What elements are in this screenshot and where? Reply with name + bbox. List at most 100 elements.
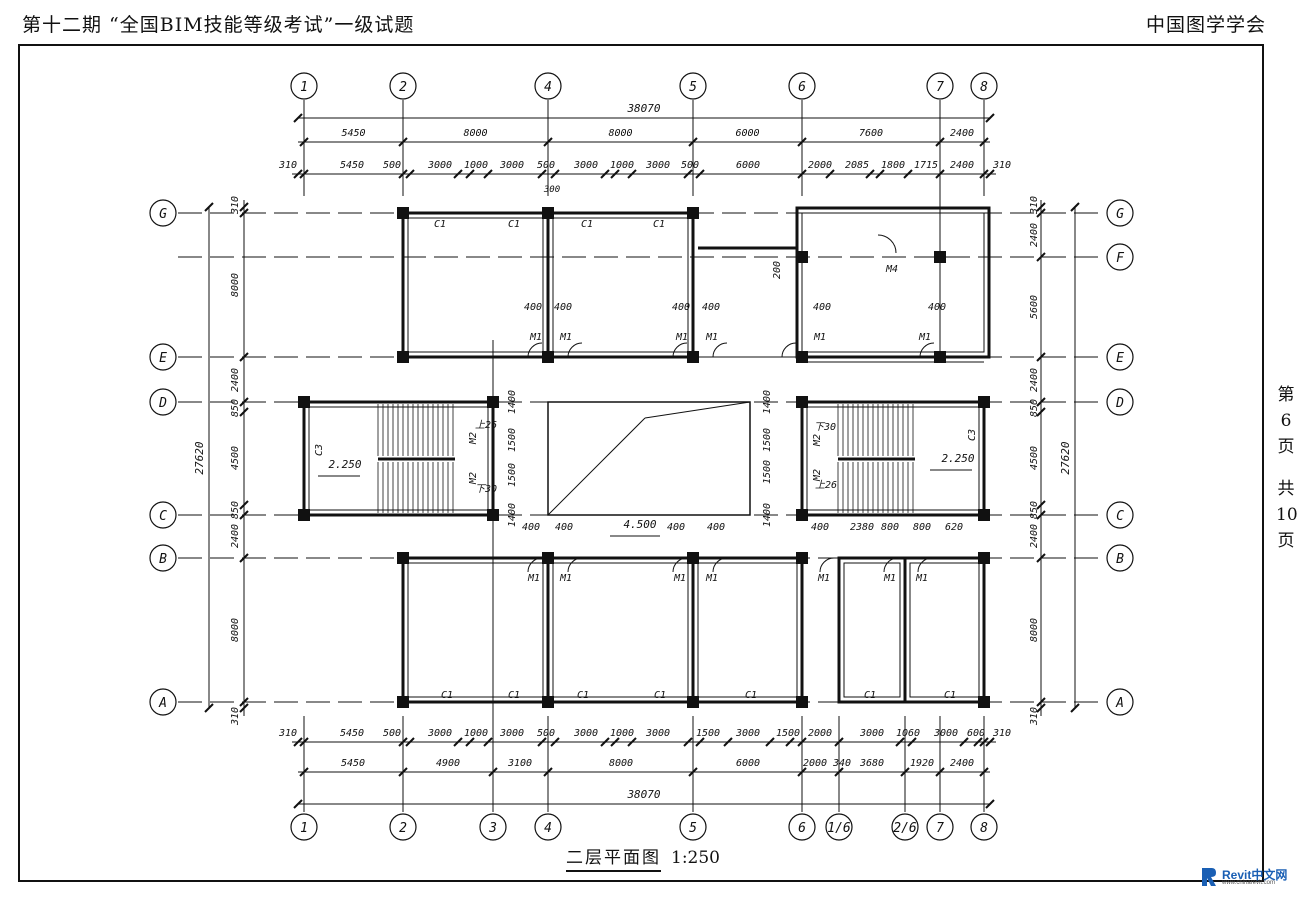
stair-east <box>800 400 986 517</box>
dim-tick <box>683 169 693 179</box>
dim-top-inner-value: 5450 <box>340 160 364 171</box>
dim-1500-label: 1500 <box>762 428 773 452</box>
column <box>542 207 554 219</box>
dim-tick <box>1036 510 1046 520</box>
dim-tick <box>543 137 553 147</box>
dim-tick <box>985 169 995 179</box>
window-c3-label: C3 <box>314 444 325 456</box>
dim-top-inner-value: 310 <box>278 160 297 171</box>
axis-bubble-bottom-text: 2 <box>399 821 407 836</box>
door-m1-label: M1 <box>705 332 718 343</box>
axis-bubble-top-text: 7 <box>936 80 944 95</box>
door-m1-label: M1 <box>673 573 686 584</box>
dim-left-value: 8000 <box>230 273 241 297</box>
atrium-void <box>547 401 751 516</box>
dim-400-label: 400 <box>554 302 572 313</box>
axis-bubble-top-text: 8 <box>980 80 988 95</box>
column <box>978 552 990 564</box>
dim-tick <box>695 737 705 747</box>
axis-bubble-left-text: D <box>158 396 167 411</box>
column <box>978 696 990 708</box>
dim-right-value: 310 <box>1029 196 1040 215</box>
dim-top-inner-value: 2085 <box>845 160 869 171</box>
column <box>978 509 990 521</box>
dim-top-inner-value: 1800 <box>881 160 905 171</box>
dim-left-value: 850 <box>230 501 241 519</box>
dim-tick <box>985 737 995 747</box>
dim-620-label: 620 <box>945 522 963 533</box>
axis-bubble-left <box>149 388 177 416</box>
dim-1400-label: 1400 <box>762 503 773 527</box>
dim-tick <box>683 737 693 747</box>
dim-1500-label: 1500 <box>762 460 773 484</box>
door-m4-label: M4 <box>885 264 898 275</box>
dim-400-label: 400 <box>813 302 831 313</box>
dim-top-inner-value: 3000 <box>573 160 598 171</box>
dim-top-outer-value: 5450 <box>341 128 365 139</box>
drawing-scale: 1:250 <box>671 848 720 868</box>
column <box>796 509 808 521</box>
dim-tick <box>239 500 249 510</box>
axis-bubble-right-text: D <box>1115 396 1124 411</box>
dim-tick <box>293 737 303 747</box>
dim-tick <box>488 767 498 777</box>
dim-bottom-inner-value: 1000 <box>610 728 634 739</box>
axis-bubble-right <box>1106 199 1134 227</box>
axis-bubble-bottom <box>970 813 998 841</box>
logo-text: Revit中文网 <box>1222 868 1288 882</box>
dim-1500-label: 1500 <box>507 463 518 487</box>
stair-down-label: 下30 <box>814 422 836 433</box>
dim-tick <box>627 169 637 179</box>
axis-bubble-bottom-text: 1/6 <box>827 821 851 836</box>
axis-bubble-left <box>149 688 177 716</box>
dim-top-outer-value: 2400 <box>950 128 974 139</box>
dim-right-value: 8000 <box>1029 618 1040 642</box>
column <box>487 396 499 408</box>
dim-tick <box>398 137 408 147</box>
axis-bubble-top-text: 4 <box>544 80 552 95</box>
room-south-5 <box>903 556 986 704</box>
dim-bottom-inner-value: 3000 <box>499 728 524 739</box>
room-north-1-inner <box>407 217 544 353</box>
dim-tick <box>1036 352 1046 362</box>
axis-bubble-right-text: F <box>1116 251 1125 266</box>
room-south-3-inner <box>697 562 798 698</box>
door-m1-label: M1 <box>529 332 542 343</box>
dim-tick <box>239 553 249 563</box>
dim-bottom-outer-value: 5450 <box>341 758 365 769</box>
column <box>542 351 554 363</box>
dim-bottom-outer-value: 1920 <box>910 758 934 769</box>
dim-1400-label: 1400 <box>507 390 518 414</box>
dim-bottom-inner-value: 500 <box>383 728 401 739</box>
room-south-4-inner <box>843 562 901 698</box>
dim-top-inner-value: 1000 <box>464 160 488 171</box>
dim-bottom-inner-value: 1060 <box>896 728 920 739</box>
axis-bubble-left-text: E <box>159 351 167 366</box>
logo-icon <box>1202 868 1216 886</box>
window-c1-label: C1 <box>581 219 593 230</box>
elevation-floor: 4.500 <box>623 518 656 531</box>
dim-left-overall-value: 27620 <box>193 441 206 474</box>
dim-tick <box>900 767 910 777</box>
dim-bottom-inner-value: 1500 <box>696 728 720 739</box>
dim-tick <box>405 169 415 179</box>
dim-tick <box>688 137 698 147</box>
dim-tick <box>875 169 885 179</box>
door-m1 <box>672 557 688 573</box>
room-south-1 <box>401 556 550 704</box>
axis-bubble-bottom-text: 8 <box>980 821 988 836</box>
dim-tick <box>1036 703 1046 713</box>
door-m1 <box>567 557 583 573</box>
dim-tick <box>695 169 705 179</box>
dim-tick <box>979 137 989 147</box>
axis-bubble-bottom <box>479 813 507 841</box>
dim-bottom-outer-value: 4900 <box>436 758 460 769</box>
axis-bubble-bottom-text: 2/6 <box>893 821 917 836</box>
dim-top-inner-value: 500 <box>537 160 555 171</box>
dim-right-overall-value: 27620 <box>1059 441 1072 474</box>
axis-bubble-left <box>149 199 177 227</box>
door-m2-label: M2 <box>812 434 823 447</box>
dim-tick <box>1070 202 1080 212</box>
axis-bubble-bottom-text: 5 <box>689 821 697 836</box>
dim-top-inner-value: 1000 <box>610 160 634 171</box>
